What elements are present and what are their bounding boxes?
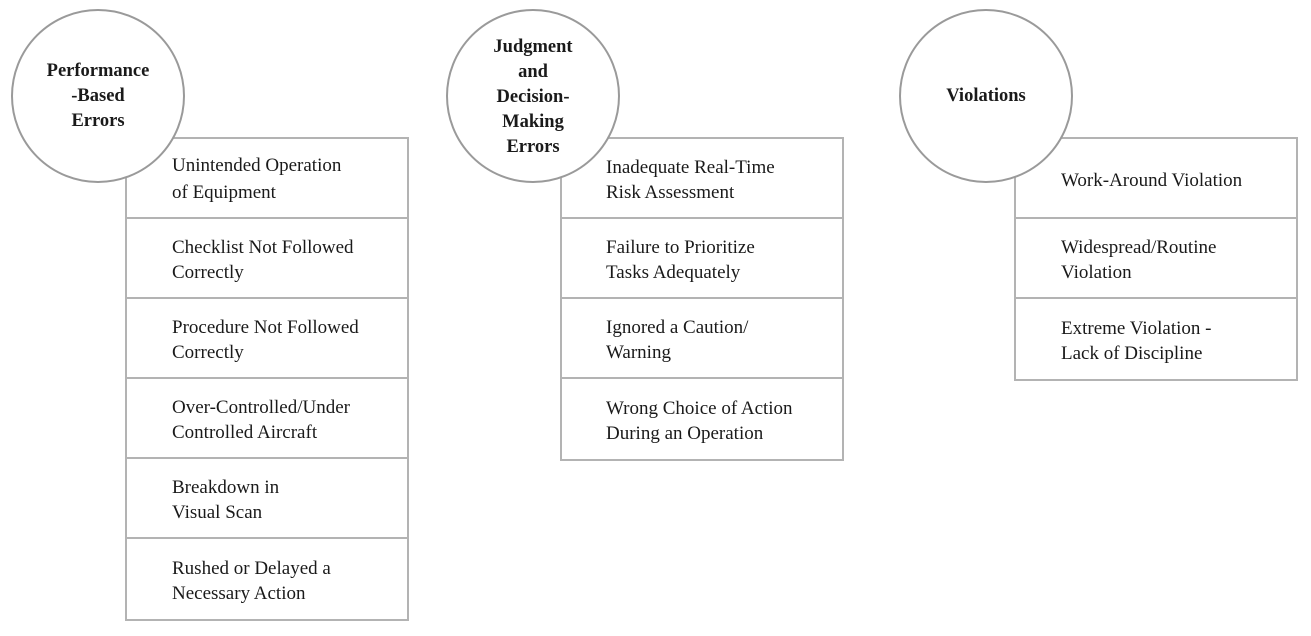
- error-type-box: Checklist Not Followed Correctly: [127, 219, 407, 299]
- error-type-list: Work-Around Violation Widespread/Routine…: [1014, 137, 1298, 381]
- error-type-box: Widespread/Routine Violation: [1016, 219, 1296, 299]
- error-type-box: Work-Around Violation: [1016, 139, 1296, 219]
- category-circle: Violations: [899, 9, 1073, 183]
- error-type-box: Wrong Choice of Action During an Operati…: [606, 398, 793, 444]
- error-type-box: Over-Controlled/Under Controlled Aircraf…: [127, 379, 407, 459]
- error-type-box: Unintended Operation of Equipment: [127, 139, 407, 219]
- error-type-box: Inadequate Real-Time Risk Assessment: [562, 139, 842, 219]
- error-type-box: Rushed or Delayed a Necessary Action: [172, 558, 331, 604]
- category-circle: Performance -Based Errors: [11, 9, 185, 183]
- error-type-box: Failure to Prioritize Tasks Adequately: [562, 219, 842, 299]
- error-type-box: Breakdown in Visual Scan: [127, 459, 407, 539]
- error-type-box: Ignored a Caution/ Warning: [562, 299, 842, 379]
- error-type-box: Procedure Not Followed Correctly: [127, 299, 407, 379]
- category-circle: Judgment and Decision- Making Errors: [446, 9, 620, 183]
- error-type-list: Inadequate Real-Time Risk Assessment Fai…: [560, 137, 844, 461]
- error-type-box: Extreme Violation - Lack of Discipline: [1061, 318, 1212, 364]
- error-type-list: Unintended Operation of Equipment Checkl…: [125, 137, 409, 621]
